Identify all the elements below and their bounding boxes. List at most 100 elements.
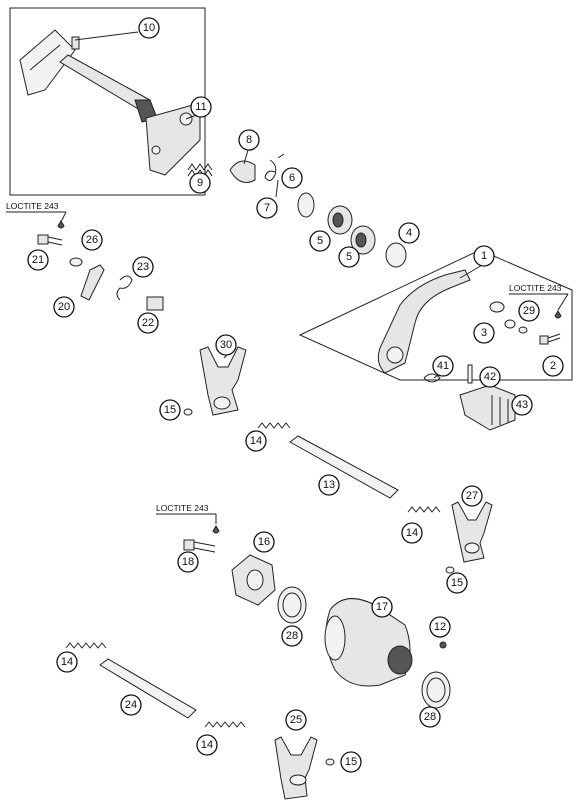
callout-27: 27 bbox=[461, 485, 483, 507]
spring-23 bbox=[116, 275, 133, 301]
svg-text:42: 42 bbox=[484, 371, 496, 383]
svg-text:26: 26 bbox=[86, 234, 98, 246]
callout-14d: 14 bbox=[196, 734, 218, 756]
spacer-22 bbox=[146, 296, 164, 311]
loctite-label-1: LOCTITE 243 bbox=[6, 201, 67, 229]
svg-text:1: 1 bbox=[481, 250, 487, 262]
callout-43: 43 bbox=[511, 394, 533, 416]
svg-text:16: 16 bbox=[258, 536, 270, 548]
screw-21 bbox=[37, 234, 63, 246]
svg-text:27: 27 bbox=[466, 490, 478, 502]
svg-text:22: 22 bbox=[142, 317, 154, 329]
callout-21: 21 bbox=[27, 249, 49, 271]
callout-20: 20 bbox=[53, 296, 75, 318]
callout-15a: 15 bbox=[159, 399, 181, 421]
roller-15b bbox=[445, 566, 455, 574]
washer-29b bbox=[518, 326, 528, 334]
callout-11: 11 bbox=[190, 96, 212, 118]
callout-5b: 5 bbox=[338, 246, 360, 268]
callout-26: 26 bbox=[81, 229, 103, 251]
callout-10: 10 bbox=[138, 17, 160, 39]
shift-drum-17 bbox=[324, 598, 413, 687]
callout-7: 7 bbox=[256, 197, 278, 219]
roller-15a bbox=[183, 408, 193, 416]
svg-text:17: 17 bbox=[376, 601, 388, 613]
svg-text:12: 12 bbox=[434, 621, 446, 633]
callout-28a: 28 bbox=[281, 625, 303, 647]
svg-text:18: 18 bbox=[182, 556, 194, 568]
svg-text:14: 14 bbox=[250, 435, 262, 447]
washer-26 bbox=[69, 257, 83, 267]
callout-3: 3 bbox=[473, 322, 495, 344]
lever-20 bbox=[80, 264, 105, 301]
svg-text:15: 15 bbox=[345, 756, 357, 768]
callout-16: 16 bbox=[253, 531, 275, 553]
washer-3 bbox=[489, 301, 505, 313]
callout-28b: 28 bbox=[419, 706, 441, 728]
leader-lines bbox=[74, 31, 485, 379]
svg-text:7: 7 bbox=[264, 202, 270, 214]
svg-text:6: 6 bbox=[289, 172, 295, 184]
svg-text:2: 2 bbox=[550, 360, 556, 372]
footrest-43 bbox=[459, 384, 516, 431]
svg-text:25: 25 bbox=[290, 714, 302, 726]
callout-8: 8 bbox=[238, 129, 260, 151]
callout-14a: 14 bbox=[245, 430, 267, 452]
spring-14a bbox=[257, 422, 291, 429]
callout-42: 42 bbox=[479, 366, 501, 388]
svg-text:41: 41 bbox=[437, 360, 449, 372]
callout-30: 30 bbox=[215, 334, 237, 356]
svg-text:5: 5 bbox=[346, 251, 352, 263]
callout-2: 2 bbox=[542, 355, 564, 377]
spring-14b bbox=[407, 506, 441, 513]
svg-text:15: 15 bbox=[451, 577, 463, 589]
svg-text:43: 43 bbox=[516, 399, 528, 411]
washer-29a bbox=[504, 319, 516, 329]
shift-lever bbox=[377, 269, 471, 374]
svg-text:8: 8 bbox=[246, 134, 252, 146]
callout-13: 13 bbox=[318, 474, 340, 496]
callout-25: 25 bbox=[285, 709, 307, 731]
svg-text:29: 29 bbox=[523, 305, 535, 317]
svg-text:LOCTITE 243: LOCTITE 243 bbox=[509, 283, 562, 293]
callout-15c: 15 bbox=[340, 751, 362, 773]
group-box-shift-shaft bbox=[9, 7, 206, 196]
svg-text:14: 14 bbox=[406, 527, 418, 539]
spring-clip-8 bbox=[229, 160, 256, 183]
svg-text:3: 3 bbox=[481, 327, 487, 339]
svg-text:21: 21 bbox=[32, 254, 44, 266]
shift-rail-24 bbox=[99, 658, 197, 719]
bearing-28b bbox=[421, 671, 451, 709]
spring-41 bbox=[423, 373, 441, 383]
svg-text:28: 28 bbox=[424, 711, 436, 723]
spring-9 bbox=[187, 163, 213, 177]
svg-text:9: 9 bbox=[197, 177, 203, 189]
shift-rail-13 bbox=[289, 435, 399, 499]
callout-14b: 14 bbox=[401, 522, 423, 544]
loctite-label-3: LOCTITE 243 bbox=[156, 503, 220, 534]
svg-text:15: 15 bbox=[164, 404, 176, 416]
callout-14c: 14 bbox=[56, 651, 78, 673]
needle-bearing bbox=[327, 205, 353, 235]
roller-15c bbox=[325, 758, 335, 766]
callout-5a: 5 bbox=[309, 230, 331, 252]
pin-42 bbox=[467, 364, 473, 384]
screw-18 bbox=[183, 539, 216, 553]
callout-22: 22 bbox=[137, 312, 159, 334]
shift-drum-locating-16 bbox=[231, 554, 276, 606]
svg-text:11: 11 bbox=[195, 101, 206, 113]
callout-18: 18 bbox=[177, 551, 199, 573]
shift-fork-30 bbox=[199, 346, 247, 416]
callout-9: 9 bbox=[189, 172, 211, 194]
needle-bearing bbox=[350, 225, 376, 255]
svg-text:14: 14 bbox=[61, 656, 73, 668]
callout-1: 1 bbox=[473, 245, 495, 267]
shift-fork-27 bbox=[451, 501, 493, 563]
svg-text:LOCTITE 243: LOCTITE 243 bbox=[6, 201, 59, 211]
loctite-label-2: LOCTITE 243 bbox=[509, 283, 569, 319]
callout-15b: 15 bbox=[446, 572, 468, 594]
svg-text:28: 28 bbox=[286, 630, 298, 642]
shift-shaft bbox=[19, 29, 201, 176]
shift-fork-25 bbox=[274, 736, 318, 800]
